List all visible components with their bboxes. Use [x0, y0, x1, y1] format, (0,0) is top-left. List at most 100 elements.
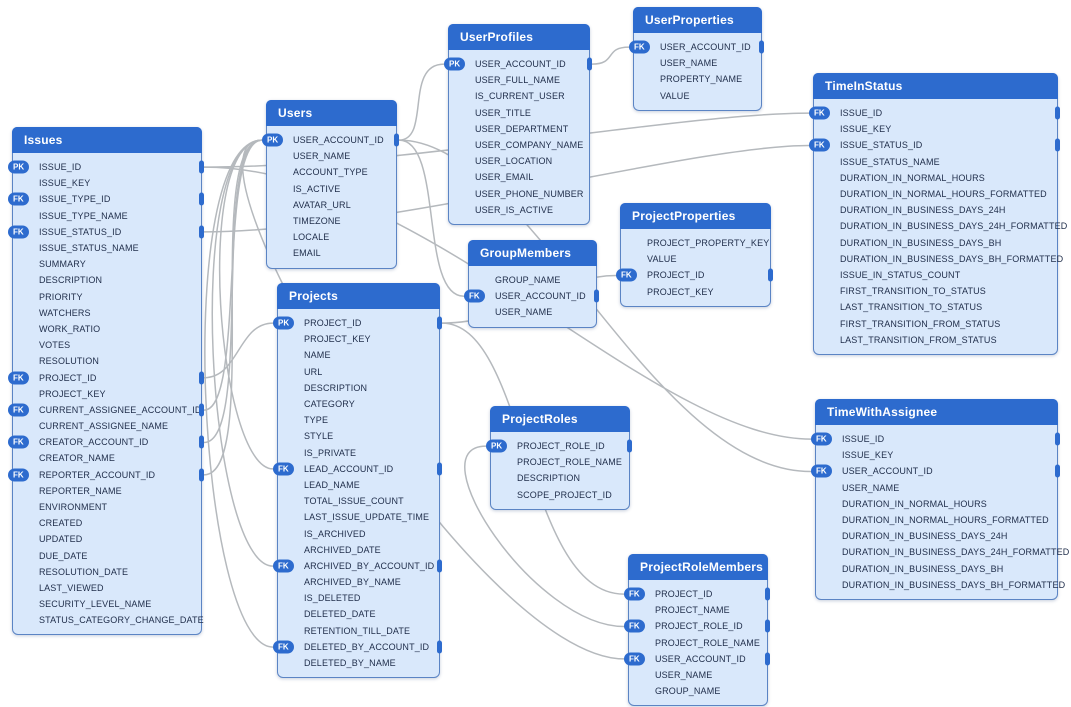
field-row[interactable]: DURATION_IN_BUSINESS_DAYS_BH_FORMATTED [816, 577, 1065, 593]
field-row[interactable]: SCOPE_PROJECT_ID [491, 487, 629, 503]
field-row[interactable]: PROJECT_KEY [621, 284, 770, 300]
field-row[interactable]: LAST_ISSUE_UPDATE_TIME [278, 509, 439, 525]
field-row[interactable]: STYLE [278, 428, 439, 444]
field-row[interactable]: TIMEZONE [267, 213, 396, 229]
field-row[interactable]: PROJECT_ROLE_NAME [629, 635, 767, 651]
field-row[interactable]: SECURITY_LEVEL_NAME [13, 596, 201, 612]
field-row[interactable]: DURATION_IN_BUSINESS_DAYS_24H_FORMATTED [816, 544, 1069, 560]
field-row[interactable]: USER_DEPARTMENT [449, 121, 589, 137]
field-row[interactable]: USER_IS_ACTIVE [449, 202, 589, 218]
field-row[interactable]: DURATION_IN_BUSINESS_DAYS_24H_FORMATTED [814, 218, 1067, 234]
field-row[interactable]: ACCOUNT_TYPE [267, 164, 396, 180]
field-row[interactable]: IS_PRIVATE [278, 445, 439, 461]
field-row[interactable]: PROJECT_KEY [13, 386, 201, 402]
field-row[interactable]: TYPE [278, 412, 439, 428]
field-row[interactable]: STATUS_CATEGORY_CHANGE_DATE [13, 612, 204, 628]
relationship-line[interactable] [218, 139, 274, 470]
field-row[interactable]: USER_NAME [267, 148, 396, 164]
relationship-line[interactable] [211, 139, 274, 567]
table-header[interactable]: UserProfiles [448, 24, 590, 50]
field-row[interactable]: DURATION_IN_NORMAL_HOURS [814, 170, 1057, 186]
field-row[interactable]: DURATION_IN_BUSINESS_DAYS_BH_FORMATTED [814, 251, 1063, 267]
field-row[interactable]: DURATION_IN_NORMAL_HOURS_FORMATTED [816, 512, 1057, 528]
field-row[interactable]: IS_ARCHIVED [278, 525, 439, 541]
field-row[interactable]: USER_FULL_NAME [449, 72, 589, 88]
field-row[interactable]: VOTES [13, 337, 201, 353]
field-row[interactable]: GROUP_NAME [629, 683, 767, 699]
field-row[interactable]: DURATION_IN_BUSINESS_DAYS_24H [816, 528, 1057, 544]
field-row[interactable]: LAST_TRANSITION_TO_STATUS [814, 299, 1057, 315]
field-row[interactable]: UPDATED [13, 531, 201, 547]
field-row[interactable]: VALUE [621, 251, 770, 267]
field-row[interactable]: DURATION_IN_BUSINESS_DAYS_BH [816, 561, 1057, 577]
field-row[interactable]: WORK_RATIO [13, 321, 201, 337]
relationship-line[interactable] [464, 445, 625, 628]
field-row[interactable]: DESCRIPTION [13, 272, 201, 288]
field-row[interactable]: CREATED [13, 515, 201, 531]
field-row[interactable]: AVATAR_URL [267, 197, 396, 213]
field-row[interactable]: URL [278, 364, 439, 380]
field-row[interactable]: USER_PHONE_NUMBER [449, 186, 589, 202]
field-row[interactable]: PROJECT_ROLE_NAME [491, 454, 629, 470]
field-row[interactable]: RESOLUTION [13, 353, 201, 369]
field-row[interactable]: FIRST_TRANSITION_TO_STATUS [814, 283, 1057, 299]
field-row[interactable]: USER_NAME [816, 480, 1057, 496]
field-row[interactable]: LAST_TRANSITION_FROM_STATUS [814, 332, 1057, 348]
field-row[interactable]: WATCHERS [13, 305, 201, 321]
field-row[interactable]: DURATION_IN_BUSINESS_DAYS_BH [814, 235, 1057, 251]
field-row[interactable]: PRIORITY [13, 289, 201, 305]
field-row[interactable]: ISSUE_STATUS_NAME [814, 154, 1057, 170]
table-header[interactable]: ProjectProperties [620, 203, 771, 229]
field-row[interactable]: USER_NAME [469, 304, 596, 320]
field-row[interactable]: EMAIL [267, 245, 396, 261]
field-row[interactable]: IS_CURRENT_USER [449, 88, 589, 104]
field-row[interactable]: ISSUE_IN_STATUS_COUNT [814, 267, 1057, 283]
field-row[interactable]: PROJECT_NAME [629, 602, 767, 618]
table-header[interactable]: TimeInStatus [813, 73, 1058, 99]
table-header[interactable]: Projects [277, 283, 440, 309]
field-row[interactable]: USER_TITLE [449, 105, 589, 121]
field-row[interactable]: IS_DELETED [278, 590, 439, 606]
field-row[interactable]: CURRENT_ASSIGNEE_NAME [13, 418, 201, 434]
relationship-line[interactable] [398, 63, 445, 141]
field-row[interactable]: DURATION_IN_NORMAL_HOURS_FORMATTED [814, 186, 1057, 202]
field-row[interactable]: FIRST_TRANSITION_FROM_STATUS [814, 315, 1057, 331]
table-header[interactable]: ProjectRoles [490, 406, 630, 432]
field-row[interactable]: ISSUE_KEY [13, 175, 201, 191]
field-row[interactable]: USER_LOCATION [449, 153, 589, 169]
relationship-line[interactable] [204, 139, 274, 648]
field-row[interactable]: REPORTER_NAME [13, 483, 201, 499]
field-row[interactable]: SUMMARY [13, 256, 201, 272]
field-row[interactable]: DELETED_DATE [278, 606, 439, 622]
field-row[interactable]: CREATOR_NAME [13, 450, 201, 466]
field-row[interactable]: RESOLUTION_DATE [13, 564, 201, 580]
field-row[interactable]: ARCHIVED_BY_NAME [278, 574, 439, 590]
